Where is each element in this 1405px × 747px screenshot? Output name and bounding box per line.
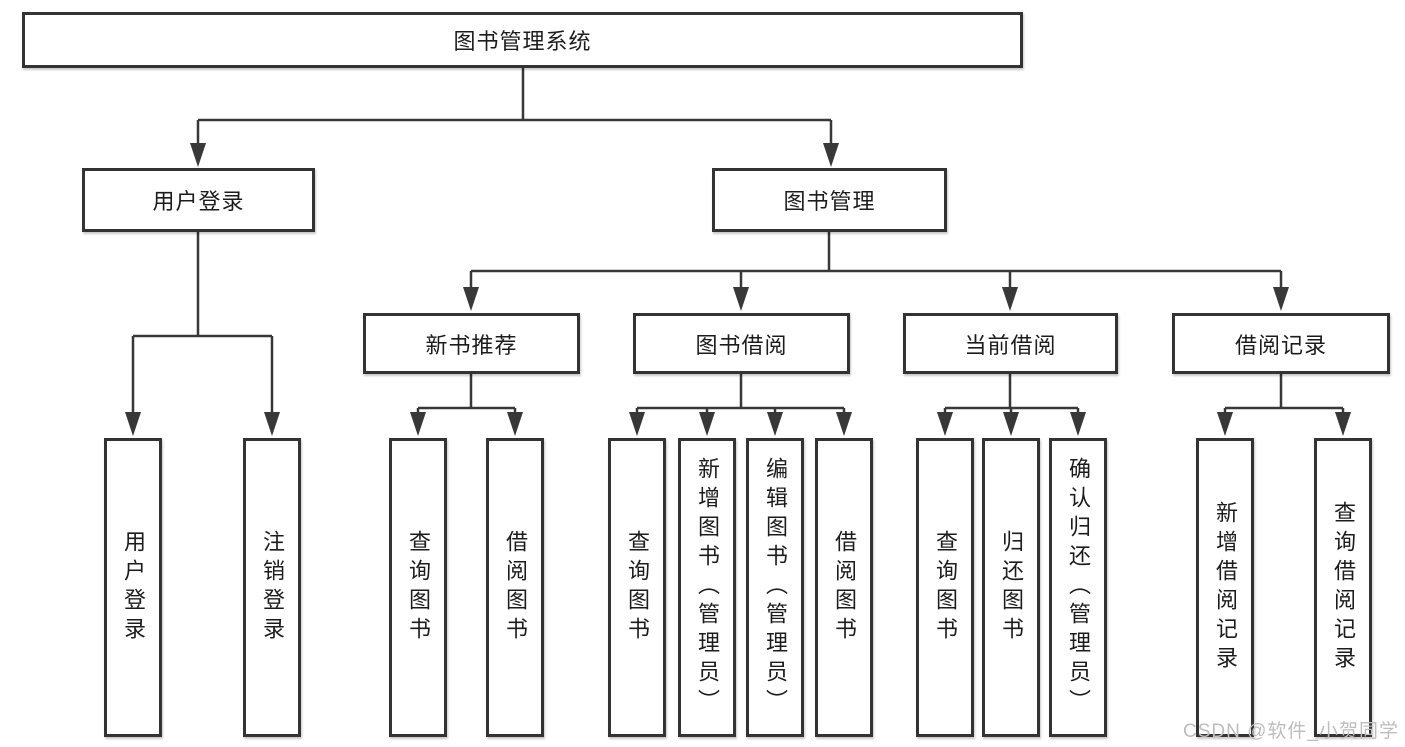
node-book-borrow: 图书借阅 — [633, 313, 850, 374]
connector-new-book-to-leaves — [410, 374, 523, 436]
node-book-borrow-label: 图书借阅 — [695, 332, 788, 358]
leaf-user-login: 用户登录 — [104, 438, 162, 737]
leaf-borrow-books-recommend: 借阅图书 — [486, 438, 544, 737]
connector-user-login-to-leaves — [125, 232, 280, 436]
leaf-query-books-recommend: 查询图书 — [389, 438, 447, 737]
connector-book-borrow-to-leaves — [629, 374, 852, 436]
leaf-return-books: 归还图书 — [982, 438, 1040, 737]
node-new-book-recommend: 新书推荐 — [363, 313, 580, 374]
leaf-borrow-books-recommend-label: 借阅图书 — [503, 529, 528, 646]
leaf-return-books-label: 归还图书 — [999, 529, 1024, 646]
leaf-add-borrow-record: 新增借阅记录 — [1196, 438, 1254, 737]
leaf-add-book-admin: 新增图书（管理员） — [678, 438, 736, 737]
leaf-edit-book-admin-label: 编辑图书（管理员） — [763, 457, 788, 718]
leaf-add-book-admin-label: 新增图书（管理员） — [695, 457, 720, 718]
node-borrow-records-label: 借阅记录 — [1234, 332, 1327, 358]
leaf-edit-book-admin: 编辑图书（管理员） — [746, 438, 804, 737]
leaf-query-books-borrow-label: 查询图书 — [625, 529, 650, 646]
leaf-query-books-current-label: 查询图书 — [933, 529, 958, 646]
watermark: CSDN @软件_小贺同学 — [1183, 721, 1399, 742]
node-current-borrow-label: 当前借阅 — [964, 332, 1057, 358]
leaf-add-borrow-record-label: 新增借阅记录 — [1213, 500, 1238, 675]
node-book-management: 图书管理 — [712, 168, 947, 232]
leaf-query-borrow-record: 查询借阅记录 — [1314, 438, 1372, 737]
leaf-logout-label: 注销登录 — [260, 529, 285, 646]
node-user-login-label: 用户登录 — [152, 189, 245, 214]
connector-current-borrow-to-leaves — [937, 374, 1086, 436]
connector-borrow-records-to-leaves — [1217, 374, 1351, 436]
node-borrow-records: 借阅记录 — [1172, 313, 1390, 374]
node-user-login: 用户登录 — [82, 168, 315, 232]
leaf-confirm-return-admin: 确认归还（管理员） — [1049, 438, 1107, 737]
node-book-management-label: 图书管理 — [783, 189, 876, 214]
connector-root-to-level2 — [190, 68, 839, 167]
node-new-book-recommend-label: 新书推荐 — [425, 332, 518, 358]
leaf-confirm-return-admin-label: 确认归还（管理员） — [1066, 457, 1091, 718]
leaf-borrow-books: 借阅图书 — [815, 438, 873, 737]
leaf-query-books-current: 查询图书 — [916, 438, 974, 737]
leaf-user-login-label: 用户登录 — [121, 529, 146, 646]
node-root-label: 图书管理系统 — [453, 29, 592, 54]
leaf-query-books-borrow: 查询图书 — [608, 438, 666, 737]
leaf-query-borrow-record-label: 查询借阅记录 — [1331, 500, 1356, 675]
leaf-query-books-recommend-label: 查询图书 — [406, 529, 431, 646]
node-current-borrow: 当前借阅 — [903, 313, 1118, 374]
node-root: 图书管理系统 — [22, 12, 1023, 68]
connector-book-management-to-sections — [463, 232, 1289, 311]
leaf-borrow-books-label: 借阅图书 — [832, 529, 857, 646]
leaf-logout: 注销登录 — [243, 438, 301, 737]
